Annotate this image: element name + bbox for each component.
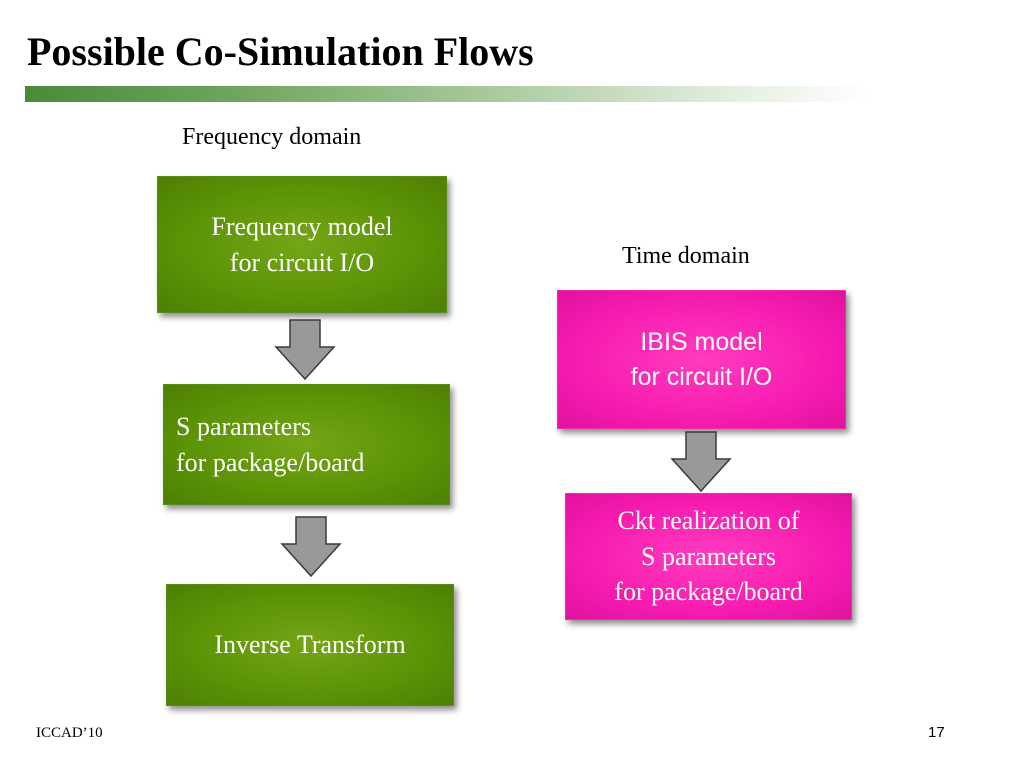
circuit-realization-box: Ckt realization of S parameters for pack… (565, 493, 852, 620)
time-domain-label: Time domain (622, 243, 750, 269)
frequency-model-box: Frequency model for circuit I/O (157, 176, 447, 313)
ibis-model-box: IBIS model for circuit I/O (557, 290, 846, 429)
frequency-domain-label: Frequency domain (182, 124, 362, 150)
slide-page-number: 17 (928, 724, 945, 741)
title-underline-bar (25, 86, 870, 102)
slide-title: Possible Co-Simulation Flows (27, 29, 534, 74)
s-parameters-box: S parameters for package/board (163, 384, 450, 505)
footer-conference-label: ICCAD’10 (36, 725, 103, 741)
down-arrow-icon (274, 319, 336, 381)
down-arrow-icon (280, 516, 342, 578)
down-arrow-icon (670, 431, 732, 493)
inverse-transform-box: Inverse Transform (166, 584, 454, 706)
